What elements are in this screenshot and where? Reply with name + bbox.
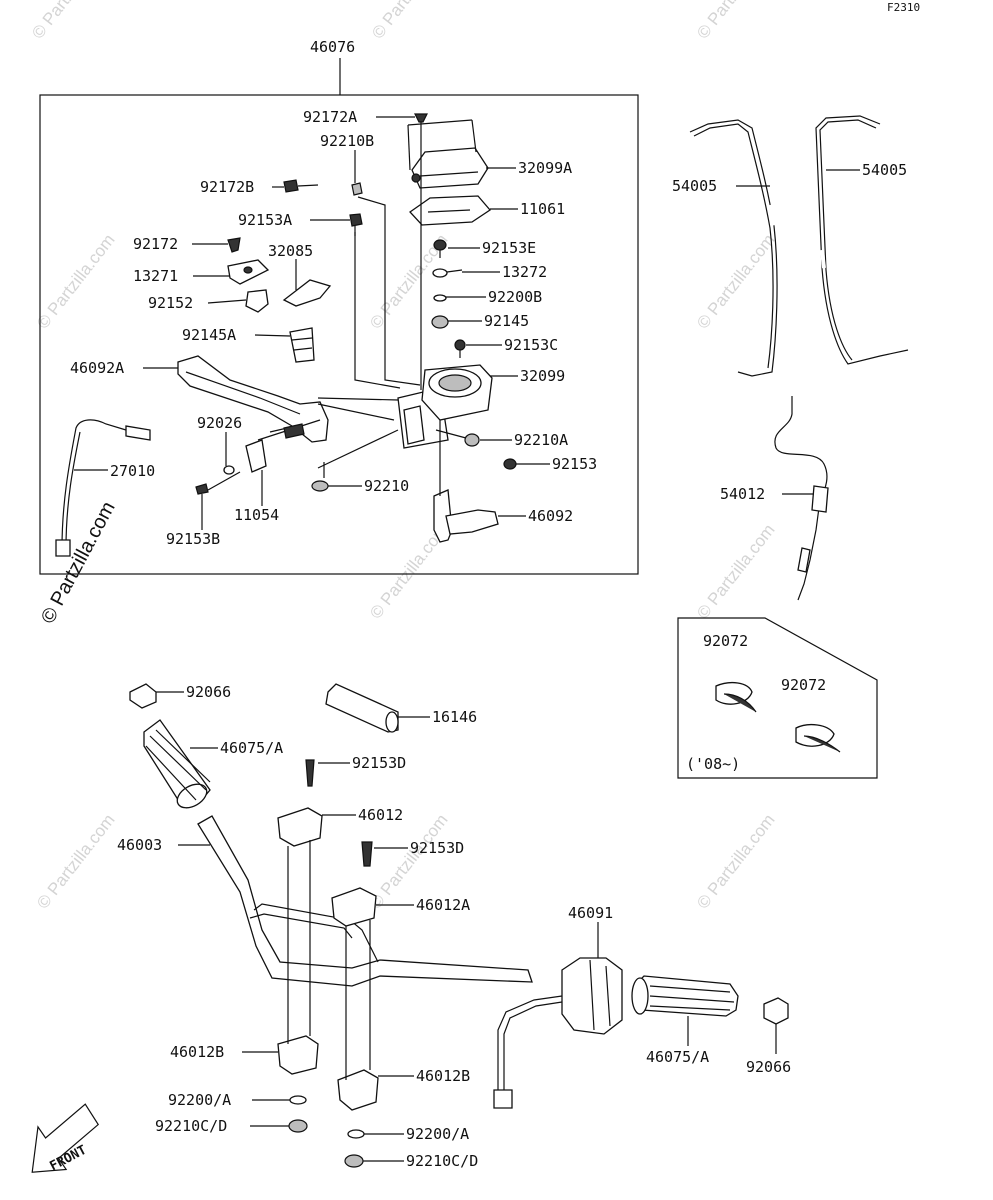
assembly-box <box>39 94 639 575</box>
nut-92210 <box>311 480 329 492</box>
label-46003: 46003 <box>117 836 162 854</box>
label-46075-top: 46075/A <box>220 739 283 757</box>
watermark: © Partzilla.com <box>33 810 119 912</box>
label-46092A: 46092A <box>70 359 124 377</box>
label-92153D-top: 92153D <box>352 754 406 772</box>
label-13271: 13271 <box>133 267 178 285</box>
watermark: © Partzilla.com <box>693 0 779 42</box>
figure-code: F2310 <box>887 1 920 14</box>
label-92200B: 92200B <box>488 288 542 306</box>
label-92026: 92026 <box>197 414 242 432</box>
label-11054: 11054 <box>234 506 279 524</box>
grip-right <box>631 975 739 1017</box>
label-54005-left: 54005 <box>672 177 717 195</box>
label-92153D-mid: 92153D <box>410 839 464 857</box>
label-46075-bottom: 46075/A <box>646 1048 709 1066</box>
label-46012A: 46012A <box>416 896 470 914</box>
grip-left <box>143 719 211 809</box>
inset-box <box>677 617 878 779</box>
throttle-cables <box>689 115 909 377</box>
watermarks: © Partzilla.com © Partzilla.com © Partzi… <box>28 0 779 912</box>
handlebar-clamps <box>277 759 379 1111</box>
reservoir-cover <box>411 147 489 189</box>
watermark: © Partzilla.com <box>693 810 779 912</box>
label-92172: 92172 <box>133 235 178 253</box>
label-92153: 92153 <box>552 455 597 473</box>
label-92200A-left: 92200/A <box>168 1091 231 1109</box>
watermark-main: © Partzilla.com <box>37 498 120 627</box>
brake-cable <box>774 396 829 601</box>
label-92145A: 92145A <box>182 326 236 344</box>
label-16146: 16146 <box>432 708 477 726</box>
small-parts-column <box>414 113 466 358</box>
label-92066-top: 92066 <box>186 683 231 701</box>
switch-housing <box>493 957 623 1109</box>
left-small-parts <box>227 179 363 363</box>
watermark: © Partzilla.com <box>693 520 779 622</box>
watermark: © Partzilla.com <box>368 0 454 42</box>
label-46012B-right: 46012B <box>416 1067 470 1085</box>
label-92210CD-left: 92210C/D <box>155 1117 227 1135</box>
label-27010: 27010 <box>110 462 155 480</box>
front-label: FRONT <box>48 1143 90 1175</box>
watermark: © Partzilla.com <box>33 230 119 332</box>
label-11061: 11061 <box>520 200 565 218</box>
label-92200A-right: 92200/A <box>406 1125 469 1143</box>
label-32099A: 32099A <box>518 159 572 177</box>
bar-end-cap-right <box>763 997 789 1025</box>
label-92210A: 92210A <box>514 431 568 449</box>
label-92153C: 92153C <box>504 336 558 354</box>
label-46012: 46012 <box>358 806 403 824</box>
label-46092: 46092 <box>528 507 573 525</box>
label-92072-right: 92072 <box>781 676 826 694</box>
watermark: © Partzilla.com <box>28 0 114 42</box>
label-92153A: 92153A <box>238 211 292 229</box>
watermark: © Partzilla.com <box>693 230 779 332</box>
label-46091: 46091 <box>568 904 613 922</box>
label-54012: 54012 <box>720 485 765 503</box>
label-92210CD-right: 92210C/D <box>406 1152 478 1170</box>
label-32099: 32099 <box>520 367 565 385</box>
label-92153B: 92153B <box>166 530 220 548</box>
bolt-92153 <box>503 458 517 470</box>
bar-pad <box>325 683 399 733</box>
year-note: ('08~) <box>686 755 740 773</box>
label-32085: 32085 <box>268 242 313 260</box>
front-arrow-icon: FRONT <box>31 1103 100 1175</box>
label-92153E: 92153E <box>482 239 536 257</box>
top-labels: 92172A 92210B 92172B 92153A 92172 32085 … <box>70 108 597 548</box>
label-54005-right: 54005 <box>862 161 907 179</box>
cable-clamps <box>715 681 841 753</box>
label-92210: 92210 <box>364 477 409 495</box>
brake-switch-wire <box>55 419 151 557</box>
label-46076: 46076 <box>310 38 355 56</box>
lever-pivot-parts <box>195 419 321 495</box>
label-92172B: 92172B <box>200 178 254 196</box>
parking-lever <box>433 489 453 543</box>
nut-92210A <box>464 433 480 447</box>
front-brake-lever <box>177 355 329 443</box>
label-92152: 92152 <box>148 294 193 312</box>
master-cylinder <box>397 364 493 449</box>
label-13272: 13272 <box>502 263 547 281</box>
label-92145: 92145 <box>484 312 529 330</box>
label-92172A: 92172A <box>303 108 357 126</box>
bar-end-cap-left <box>129 683 157 709</box>
label-46012B-left: 46012B <box>170 1043 224 1061</box>
label-92072-left: 92072 <box>703 632 748 650</box>
label-92210B: 92210B <box>320 132 374 150</box>
label-92066-bottom: 92066 <box>746 1058 791 1076</box>
